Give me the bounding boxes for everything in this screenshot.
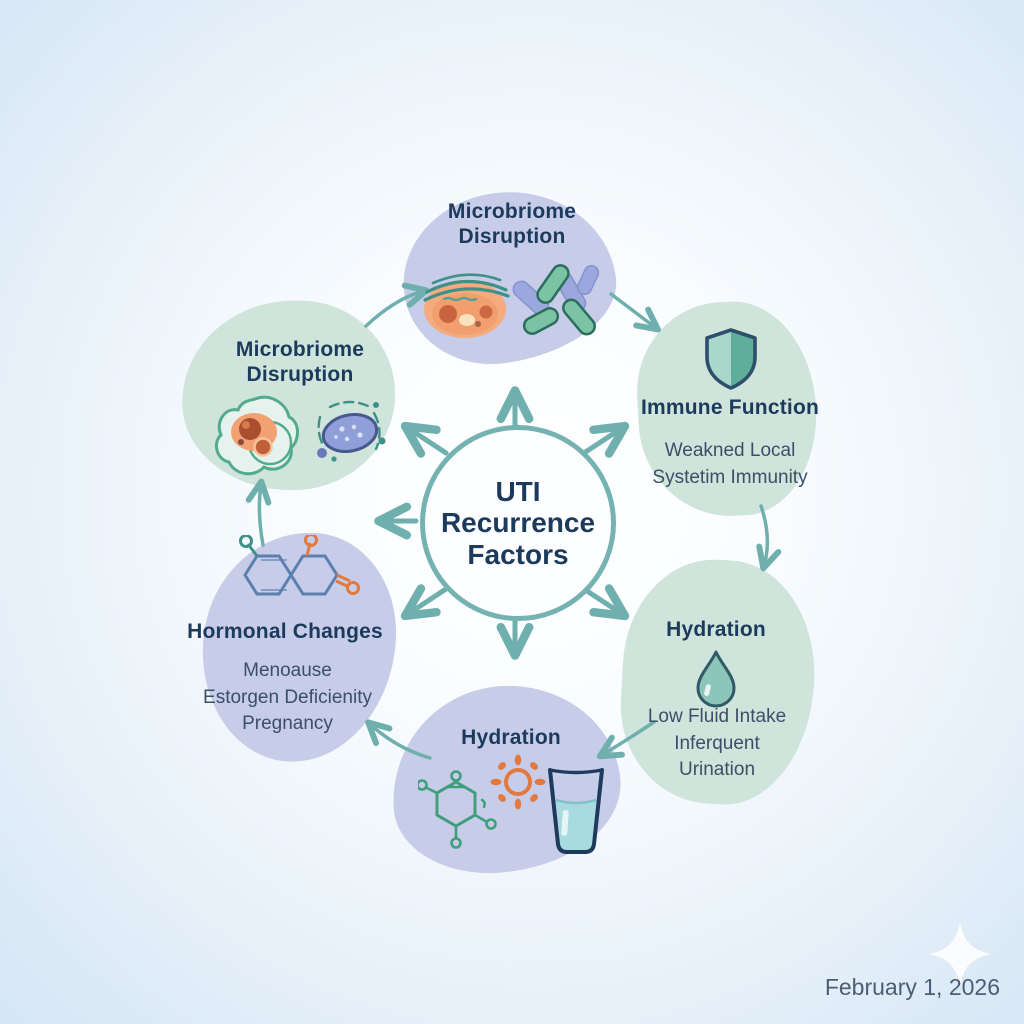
right-node-title: Immune Function [641,396,819,419]
molecule-icon [418,770,497,849]
left-node-icons [214,395,386,476]
connector-bottom-left-to-left [245,478,272,547]
right-node-subtitle-line1: Weakned Local [664,440,796,461]
bacteria-cluster-icon [512,264,600,336]
bottom-right-node-subtitle-line1: Low Fluid Intake [647,706,787,727]
bottom-right-node-subtitle: Low Fluid Intake Inferquent Urination [612,704,822,784]
center-title: UTI Recurrence Factors [441,476,595,570]
connector-left-to-top [364,282,430,328]
arrow-down-left [400,584,449,621]
connector-arrows [245,282,782,760]
connector-bottom-to-bottom-left [365,719,432,760]
water-glass-icon [548,768,604,854]
sun-burst-icon [490,754,546,810]
microbe-icon [317,400,386,462]
top-node-title: Microbriome Disruption [447,200,577,248]
bottom-left-node-subtitle-line3: Pregnancy [242,713,333,735]
connector-top-to-right [609,292,661,333]
arrow-up-right [581,421,630,458]
tissue-culture-icon [423,273,510,338]
shield-icon [705,328,757,390]
bottom-node-title: Hydration [461,726,561,749]
bottom-right-node-subtitle-line3: Urination [678,759,756,781]
sparkle-icon [928,922,992,986]
right-node-subtitle: Weakned Local Systetim Immunity [625,438,835,491]
bottom-left-node-subtitle: Menoause Estorgen Deficienity Pregnancy [180,658,395,738]
center-title-line2: Recurrence [440,507,596,539]
arrow-up-left [400,421,449,458]
bottom-node-icons [418,754,604,854]
arrow-down-right [581,584,630,621]
connector-right-to-bottom-right [756,504,782,572]
radiating-arrows [374,386,630,660]
bottom-left-node-title: Hormonal Changes [187,620,383,643]
bottom-left-node-subtitle-line1: Menoause [243,660,332,681]
center-title-line3: Factors [467,538,569,570]
water-drop-icon [696,650,736,708]
right-node-subtitle-line2: Systetim Immunity [652,466,808,488]
center-title-line1: UTI [495,475,541,507]
bottom-right-node-title: Hydration [666,618,766,641]
cell-icon [214,395,299,476]
bottom-left-node-subtitle-line2: Estorgen Deficienity [203,686,372,708]
left-node-title: Microbriome Disruption [235,338,365,386]
bottom-right-node-subtitle-line2: Inferquent [674,732,760,754]
center-hub: UTI Recurrence Factors [420,425,616,621]
date-label: February 1, 2026 [824,974,1000,1000]
connector-bottom-right-to-bottom [596,720,656,760]
hormone-molecule-icon [239,535,360,596]
top-node-icons [423,264,600,338]
